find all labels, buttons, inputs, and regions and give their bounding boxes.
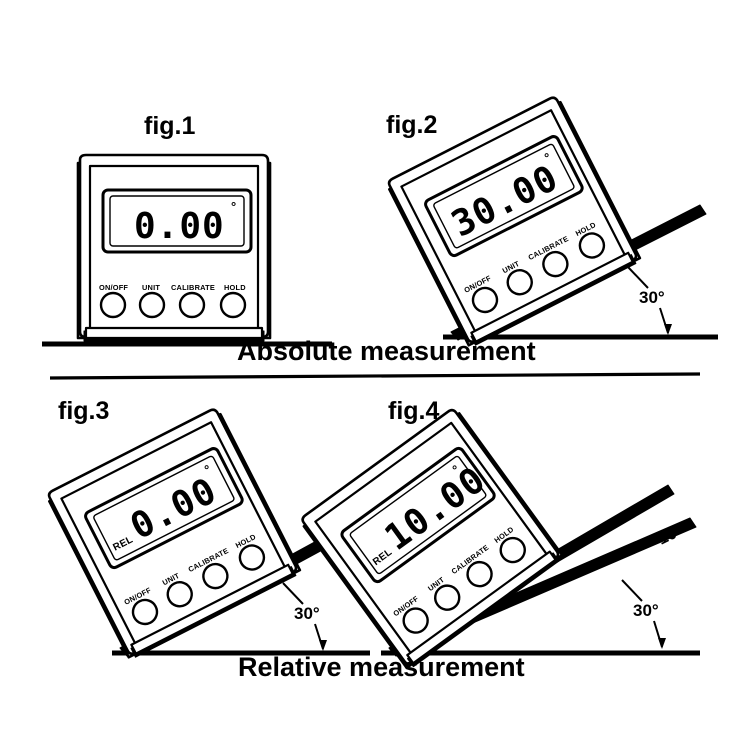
fig3-label: fig.3 — [58, 397, 109, 425]
fig4-button-unit[interactable] — [430, 581, 464, 615]
caption-absolute: Absolute measurement — [237, 336, 536, 366]
fig2-degree-symbol: ° — [542, 150, 553, 166]
fig1-screen-glass — [109, 195, 245, 247]
caption-relative: Relative measurement — [238, 652, 525, 682]
fig1-button-label-hold: HOLD — [224, 283, 246, 292]
fig1-device: 0.00 ° ON/OFF UNIT CALIBRATE HOLD — [76, 153, 272, 342]
fig3-screen-glass — [93, 455, 235, 561]
fig1-degree-symbol: ° — [231, 199, 236, 214]
fig3-button-row: ON/OFF UNIT CALIBRATE HOLD — [123, 532, 268, 628]
fig3-angle-annotation-30: 30° — [282, 582, 327, 651]
figure-fig4: fig.4 REL 10.00 ° ON/OFF UNIT — [301, 397, 700, 670]
fig4-angle-label-30: 30° — [633, 601, 659, 620]
figure-fig3: fig.3 REL 0.00 ° ON/OFF UNIT — [47, 397, 370, 659]
fig2-label: fig.2 — [386, 111, 437, 139]
fig1-button-label-calibrate: CALIBRATE — [171, 283, 215, 292]
fig3-device: REL 0.00 ° ON/OFF UNIT CALIBRATE HOLD — [47, 408, 302, 659]
figure-fig1: fig.1 0.00 ° ON/OFF — [42, 112, 332, 347]
fig2-button-on-off[interactable] — [469, 284, 501, 316]
fig4-angle-arrowhead — [658, 638, 666, 649]
fig1-button-unit[interactable] — [138, 291, 166, 319]
fig1-display-value: 0.00 — [134, 206, 225, 247]
fig1-screen: 0.00 ° — [101, 188, 253, 254]
fig2-button-calibrate[interactable] — [539, 248, 571, 280]
fig3-degree-symbol: ° — [202, 462, 213, 478]
fig3-button-unit[interactable] — [164, 578, 196, 610]
fig2-base-plate — [470, 251, 634, 343]
fig2-angle-label: 30° — [639, 288, 665, 307]
fig4-button-on-off[interactable] — [399, 604, 433, 638]
fig1-base-plate — [84, 326, 264, 340]
fig2-angle-arrowhead — [664, 324, 672, 335]
fig1-button-label-unit: UNIT — [142, 283, 160, 292]
fig4-device: REL 10.00 ° ON/OFF UNIT CALIBRATE HOLD — [301, 408, 564, 670]
section-divider — [49, 372, 701, 380]
fig3-base-plate — [130, 563, 294, 655]
fig2-button-row: ON/OFF UNIT CALIBRATE HOLD — [463, 220, 608, 316]
fig1-button-calibrate[interactable] — [178, 291, 206, 319]
fig1-label: fig.1 — [144, 112, 195, 140]
fig2-button-hold[interactable] — [576, 229, 608, 261]
fig3-button-calibrate[interactable] — [199, 560, 231, 592]
fig1-button-on-off[interactable] — [99, 291, 127, 319]
fig4-button-calibrate[interactable] — [463, 557, 497, 591]
fig1-button-row: ON/OFF UNIT CALIBRATE HOLD — [99, 283, 247, 319]
fig2-device: 30.00 ° ON/OFF UNIT CALIBRATE HOLD — [387, 96, 642, 347]
fig1-button-label-on-off: ON/OFF — [99, 283, 128, 292]
fig2-button-unit[interactable] — [504, 266, 536, 298]
fig1-button-hold[interactable] — [219, 291, 247, 319]
fig3-button-on-off[interactable] — [129, 596, 161, 628]
fig4-button-hold[interactable] — [496, 533, 530, 567]
fig2-screen-glass — [433, 143, 575, 249]
fig4-screen-glass — [349, 455, 487, 575]
fig3-button-hold[interactable] — [236, 541, 268, 573]
figure-fig2: fig.2 30.00 ° ON/OFF UNIT — [386, 96, 718, 347]
fig4-base-plate — [406, 550, 557, 665]
fig2-angle-annotation-30: 30° — [627, 266, 672, 335]
fig4-angle-annotation-30: 30° — [621, 579, 666, 649]
fig3-angle-label: 30° — [294, 604, 320, 623]
fig4-label: fig.4 — [388, 397, 439, 425]
fig3-angle-arrowhead — [319, 640, 327, 651]
